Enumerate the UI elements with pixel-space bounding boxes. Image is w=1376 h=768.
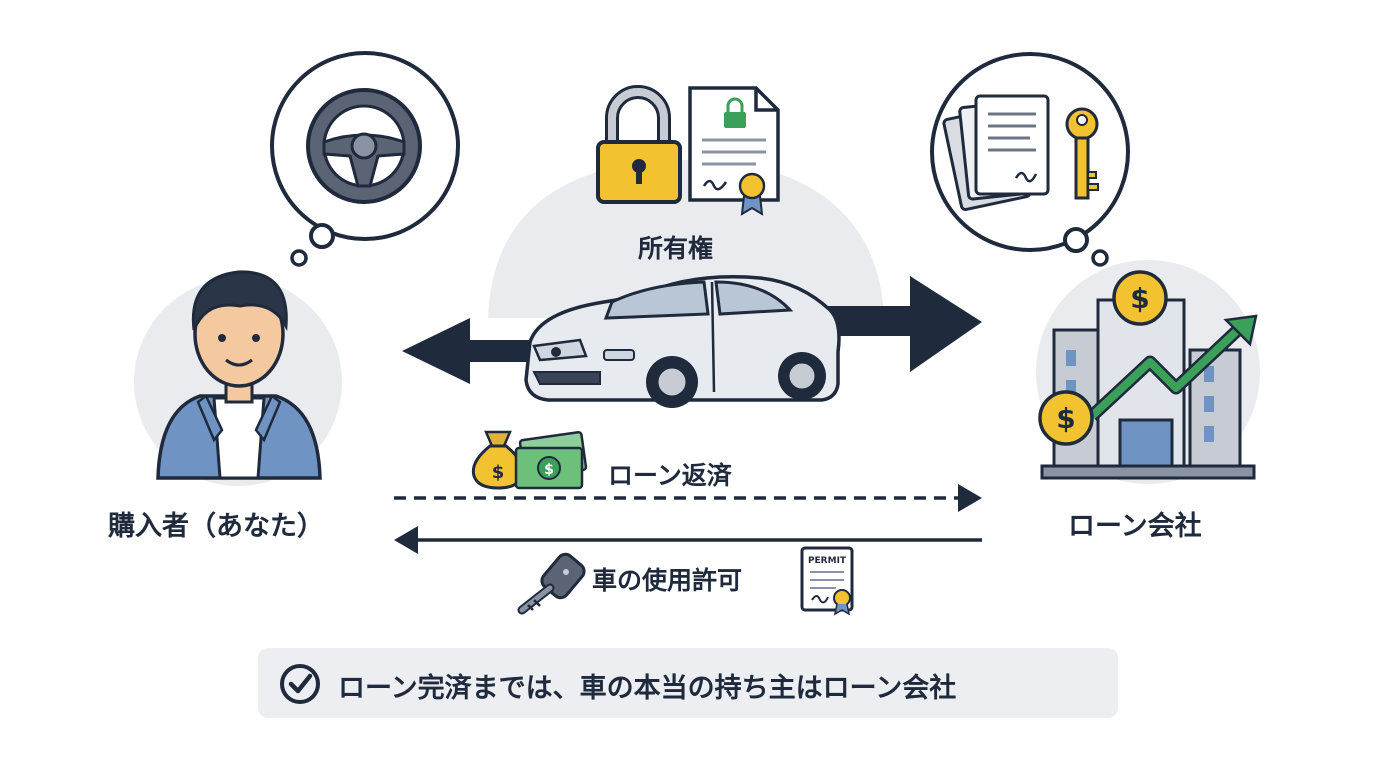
car-illustration: [524, 275, 841, 408]
padlock-icon: [596, 85, 682, 204]
permit-icon: PERMIT: [800, 546, 854, 616]
svg-text:$: $: [1056, 402, 1075, 435]
buyer-label: 購入者（あなた）: [108, 511, 324, 542]
car-key-icon: [517, 552, 586, 615]
svg-text:$: $: [544, 462, 554, 478]
ownership-label: 所有権: [638, 234, 714, 263]
documents-icon: [942, 94, 1050, 212]
check-circle-icon: [280, 664, 320, 704]
certificate-icon: [688, 86, 780, 216]
svg-text:$: $: [1130, 282, 1149, 315]
svg-text:$: $: [492, 462, 505, 483]
repayment-arrow: [394, 484, 982, 512]
cash-icon: $: [514, 431, 588, 490]
summary-banner: ローン完済までは、車の本当の持ち主はローン会社: [258, 648, 1118, 718]
arrow-to-buyer: [402, 318, 542, 384]
key-icon: [1065, 107, 1099, 200]
repayment-label: ローン返済: [608, 461, 732, 490]
money-bag-icon: $: [471, 430, 525, 490]
usage-permission-label: 車の使用許可: [592, 566, 743, 595]
usage-arrow: [394, 526, 982, 554]
buyer-avatar: [156, 270, 322, 480]
permit-text: PERMIT: [808, 556, 847, 566]
ownership-backdrop: [488, 160, 884, 318]
lender-label: ローン会社: [1068, 511, 1202, 542]
summary-text: ローン完済までは、車の本当の持ち主はローン会社: [338, 673, 957, 704]
dollar-coin-icon: $ $: [1038, 270, 1168, 446]
steering-wheel-icon: [306, 88, 422, 204]
growth-arrow-icon: [1087, 314, 1258, 421]
